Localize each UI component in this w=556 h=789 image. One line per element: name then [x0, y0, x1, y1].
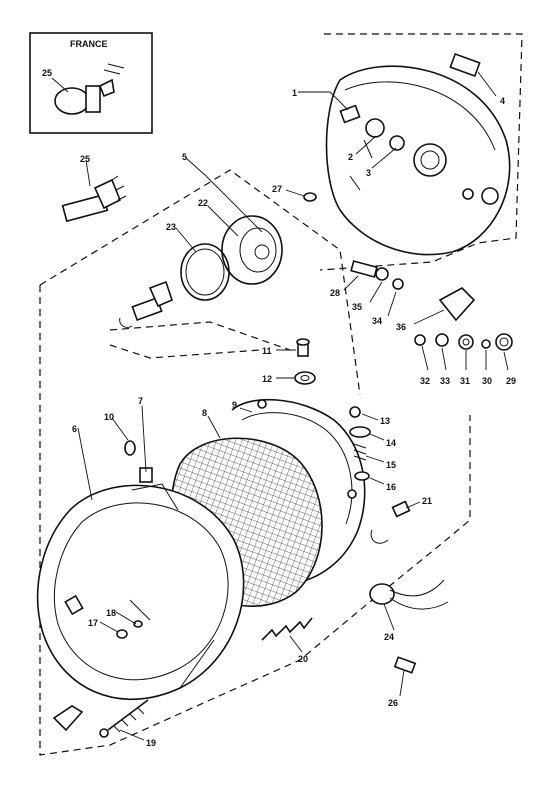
screw-27	[303, 192, 317, 202]
leader-lines	[77, 71, 509, 741]
label-part-31: 31	[460, 376, 470, 386]
mount-tab	[52, 705, 84, 732]
screw-10	[124, 440, 136, 456]
screw-11	[296, 338, 310, 357]
connector-21	[391, 500, 411, 518]
label-part-7: 7	[138, 396, 143, 406]
label-part-3: 3	[366, 168, 371, 178]
label-part-22: 22	[198, 198, 208, 208]
label-part-24: 24	[384, 632, 394, 642]
label-part-6: 6	[72, 424, 77, 434]
label-part-25: 25	[80, 154, 90, 164]
label-part-8: 8	[202, 408, 207, 418]
label-part-28: 28	[330, 288, 340, 298]
label-part-16: 16	[386, 482, 396, 492]
label-part-18: 18	[106, 608, 116, 618]
screw-18	[133, 620, 143, 628]
label-part-25-inset: 25	[42, 68, 52, 78]
label-part-33: 33	[440, 376, 450, 386]
part-labels: 25 1 4 2 3 27 25 5 22 23 28 35 34 36 32 …	[42, 68, 516, 748]
label-part-32: 32	[420, 376, 430, 386]
pilot-bulb-icon	[119, 280, 173, 328]
label-part-36: 36	[396, 322, 406, 332]
label-part-19: 19	[146, 738, 156, 748]
label-part-1: 1	[292, 88, 297, 98]
label-part-30: 30	[482, 376, 492, 386]
washer-12	[294, 371, 316, 385]
label-part-2: 2	[348, 152, 353, 162]
label-part-35: 35	[352, 302, 362, 312]
label-part-23: 23	[166, 222, 176, 232]
clip-26	[393, 656, 417, 674]
adjuster-stack	[349, 406, 371, 481]
france-inset: FRANCE	[29, 32, 153, 134]
inset-title: FRANCE	[70, 39, 108, 49]
label-part-26: 26	[388, 698, 398, 708]
bulb-icon	[54, 63, 125, 115]
assembly-outline	[39, 33, 523, 756]
label-part-34: 34	[372, 316, 382, 326]
headlight-rim	[36, 467, 245, 701]
label-part-13: 13	[380, 416, 390, 426]
label-part-11: 11	[262, 346, 272, 356]
label-part-9: 9	[232, 400, 237, 410]
label-part-10: 10	[104, 412, 114, 422]
label-part-15: 15	[386, 460, 396, 470]
label-part-29: 29	[506, 376, 516, 386]
label-part-20: 20	[298, 654, 308, 664]
label-part-17: 17	[88, 618, 98, 628]
label-part-5: 5	[182, 152, 187, 162]
reflector-cap	[221, 215, 283, 285]
washer-row	[414, 333, 513, 351]
retaining-ring	[180, 243, 230, 301]
bulb-socket-icon	[61, 175, 127, 223]
headlight-housing	[325, 52, 511, 256]
label-part-12: 12	[262, 374, 272, 384]
label-part-27: 27	[272, 184, 282, 194]
mount-bracket	[438, 287, 476, 322]
spring-20	[261, 617, 313, 641]
adjuster-bolt	[350, 260, 404, 290]
screw-17	[116, 629, 128, 639]
bulb-socket-24	[369, 529, 449, 610]
screw-19	[99, 699, 149, 738]
label-part-14: 14	[386, 438, 396, 448]
label-part-21: 21	[422, 496, 432, 506]
label-part-4: 4	[500, 96, 505, 106]
